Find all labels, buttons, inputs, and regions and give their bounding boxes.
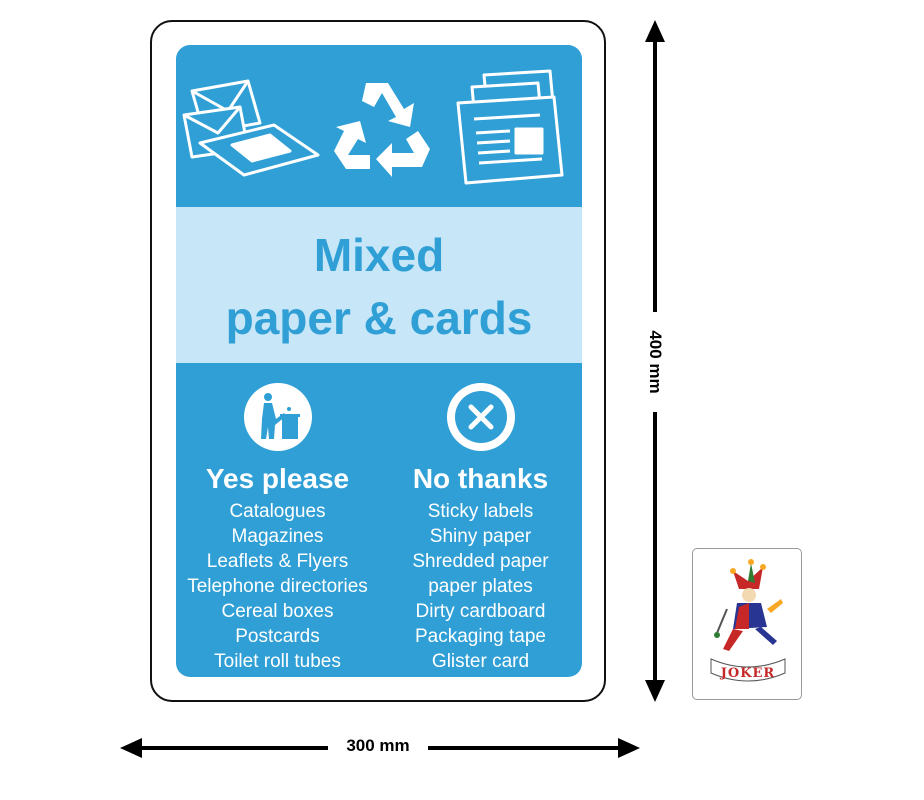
no-heading: No thanks — [412, 463, 549, 494]
title-line-2: paper & cards — [225, 292, 533, 344]
height-label: 400 mm — [645, 312, 665, 412]
list-item: paper plates — [428, 576, 533, 597]
bin-icon — [243, 383, 312, 451]
yes-heading: Yes please — [205, 463, 350, 494]
envelopes-icon — [182, 79, 320, 177]
list-item: Toilet roll tubes — [214, 651, 341, 672]
sign-panel: Mixed paper & cards Yes please Catalogue… — [176, 45, 582, 677]
yes-list: Catalogues Magazines Leaflets & Flyers T… — [176, 499, 379, 674]
list-item: Sticky labels — [427, 501, 534, 522]
icon-band — [176, 45, 582, 207]
joker-icon — [710, 559, 786, 682]
title-line-1: Mixed — [313, 229, 445, 281]
recycle-icon — [334, 83, 430, 177]
no-column: No thanks Sticky labels Shiny paper Shre… — [379, 363, 582, 674]
title-band — [176, 207, 582, 363]
list-item: Leaflets & Flyers — [206, 551, 349, 572]
no-list: Sticky labels Shiny paper Shredded paper… — [379, 499, 582, 674]
list-item: Dirty cardboard — [415, 601, 546, 622]
newspaper-icon — [456, 69, 564, 185]
list-item: Magazines — [231, 526, 324, 547]
width-label: 300 mm — [328, 736, 428, 756]
yes-column: Yes please Catalogues Magazines Leaflets… — [176, 363, 379, 674]
list-item: Telephone directories — [187, 576, 368, 597]
list-item: Postcards — [235, 626, 320, 647]
list-item: Cereal boxes — [221, 601, 334, 622]
joker-label: JOKER — [720, 666, 776, 681]
list-item: Glister card — [431, 651, 530, 672]
list-item: Shiny paper — [429, 526, 532, 547]
list-item: Shredded paper — [412, 551, 549, 572]
joker-card: JOKER — [692, 548, 802, 700]
list-item: Packaging tape — [415, 626, 546, 647]
list-item: Catalogues — [229, 501, 326, 522]
x-icon — [446, 383, 515, 451]
